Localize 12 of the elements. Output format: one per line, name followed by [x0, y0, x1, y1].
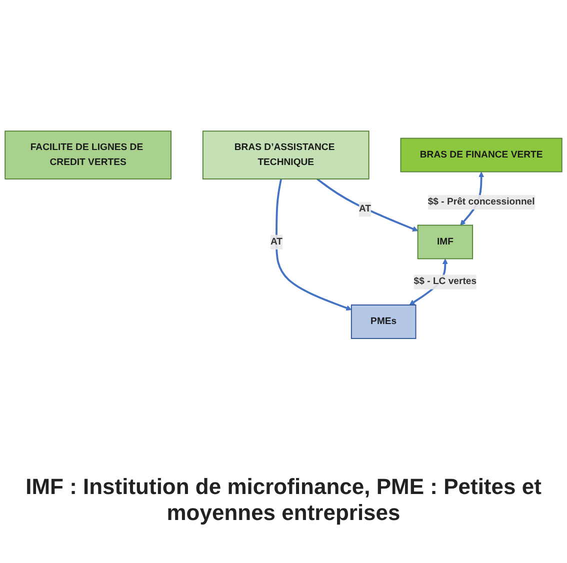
edge-label: $$ - Prêt concessionnel	[428, 196, 535, 208]
node-box: PMEs	[350, 304, 416, 340]
caption: IMF : Institution de microfinance, PME : Petites et moyennes entreprises	[24, 473, 542, 527]
arrow	[276, 178, 352, 311]
edge-label: $$ - LC vertes	[414, 276, 477, 288]
edge-label: AT	[358, 204, 372, 214]
node-box: BRAS D’ASSISTANCE TECHNIQUE	[202, 130, 370, 180]
arrow	[316, 178, 418, 232]
node-box: BRAS DE FINANCE VERTE	[400, 138, 562, 172]
node-box: FACILITE DE LIGNES DE CREDIT VERTES	[4, 130, 172, 180]
edge-label: AT	[270, 236, 283, 248]
node-box: IMF	[417, 224, 474, 260]
